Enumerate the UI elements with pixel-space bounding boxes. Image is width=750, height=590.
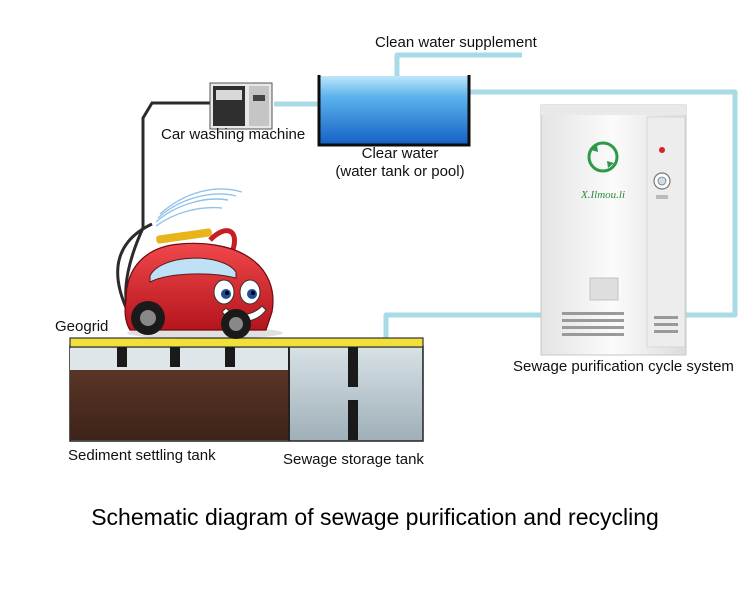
label-clear-water: Clear water <box>361 145 439 162</box>
label-clear-water-sub: (water tank or pool) <box>335 163 465 180</box>
pipe-clean-water-supplement <box>394 52 522 76</box>
label-sewage-purification-cycle-system: Sewage purification cycle system <box>513 358 734 375</box>
hose-to-nozzle <box>116 222 153 319</box>
label-sediment-settling-tank: Sediment settling tank <box>68 447 216 464</box>
geogrid-layer <box>69 337 424 348</box>
label-geogrid: Geogrid <box>55 318 109 335</box>
diagram-caption: Schematic diagram of sewage purification… <box>91 504 659 530</box>
cartoon-car <box>124 188 283 339</box>
purification-cabinet: X.Ilmou.li <box>540 104 687 356</box>
car-washing-machine-device <box>209 82 273 130</box>
pipe-tank-to-purifier <box>470 89 738 318</box>
label-car-washing-machine: Car washing machine <box>161 126 306 143</box>
water-fill <box>319 76 469 144</box>
recycle-logo-icon: X.Ilmou.li <box>580 141 625 201</box>
tank-base <box>69 337 424 442</box>
label-clean-water-supplement: Clean water supplement <box>375 34 537 51</box>
tank-outline <box>317 75 471 147</box>
svg-text:X.Ilmou.li: X.Ilmou.li <box>580 189 625 201</box>
clear-water-tank <box>317 75 471 147</box>
label-sewage-storage-tank: Sewage storage tank <box>283 451 424 468</box>
sediment-layer <box>70 370 288 440</box>
